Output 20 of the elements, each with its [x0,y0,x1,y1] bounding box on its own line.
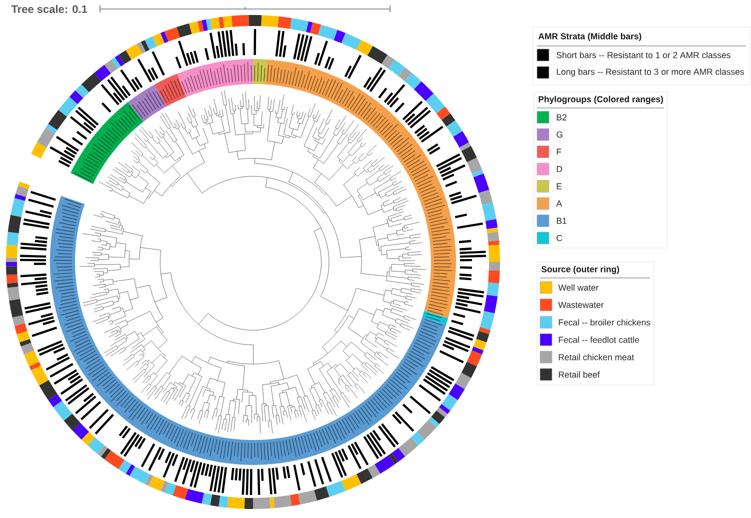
legend-label: D [556,166,562,172]
legend-heading: Source (outer ring) [541,266,620,274]
legend-label: B1 [556,218,566,224]
legend-label: Fecal -- feedlot cattle [558,336,640,343]
scale-label: Tree scale: 0.1 [11,4,88,14]
legend-label: Retail chicken meat [558,354,634,360]
legend-label: Short bars -- Resistant to 1 or 2 AMR classes [556,52,730,58]
legend-heading: AMR Strata (Middle bars) [538,32,642,42]
legend-label: Wastewater [558,302,604,308]
legend-heading: Phylogroups (Colored ranges) [538,96,663,104]
legend-label: Fecal -- broiler chickens [558,319,650,326]
legend-label: Retail beef [558,371,600,378]
legend-label: F [556,148,562,155]
legend-label: C [556,234,562,242]
legend-label: A [556,200,562,207]
legend-label: Well water [558,284,598,291]
legend-label: Long bars -- Resistant to 3 or more AMR classes [556,68,744,77]
legend-label: E [556,183,562,190]
legend-label: B2 [556,114,566,120]
legend-label: G [556,131,562,138]
